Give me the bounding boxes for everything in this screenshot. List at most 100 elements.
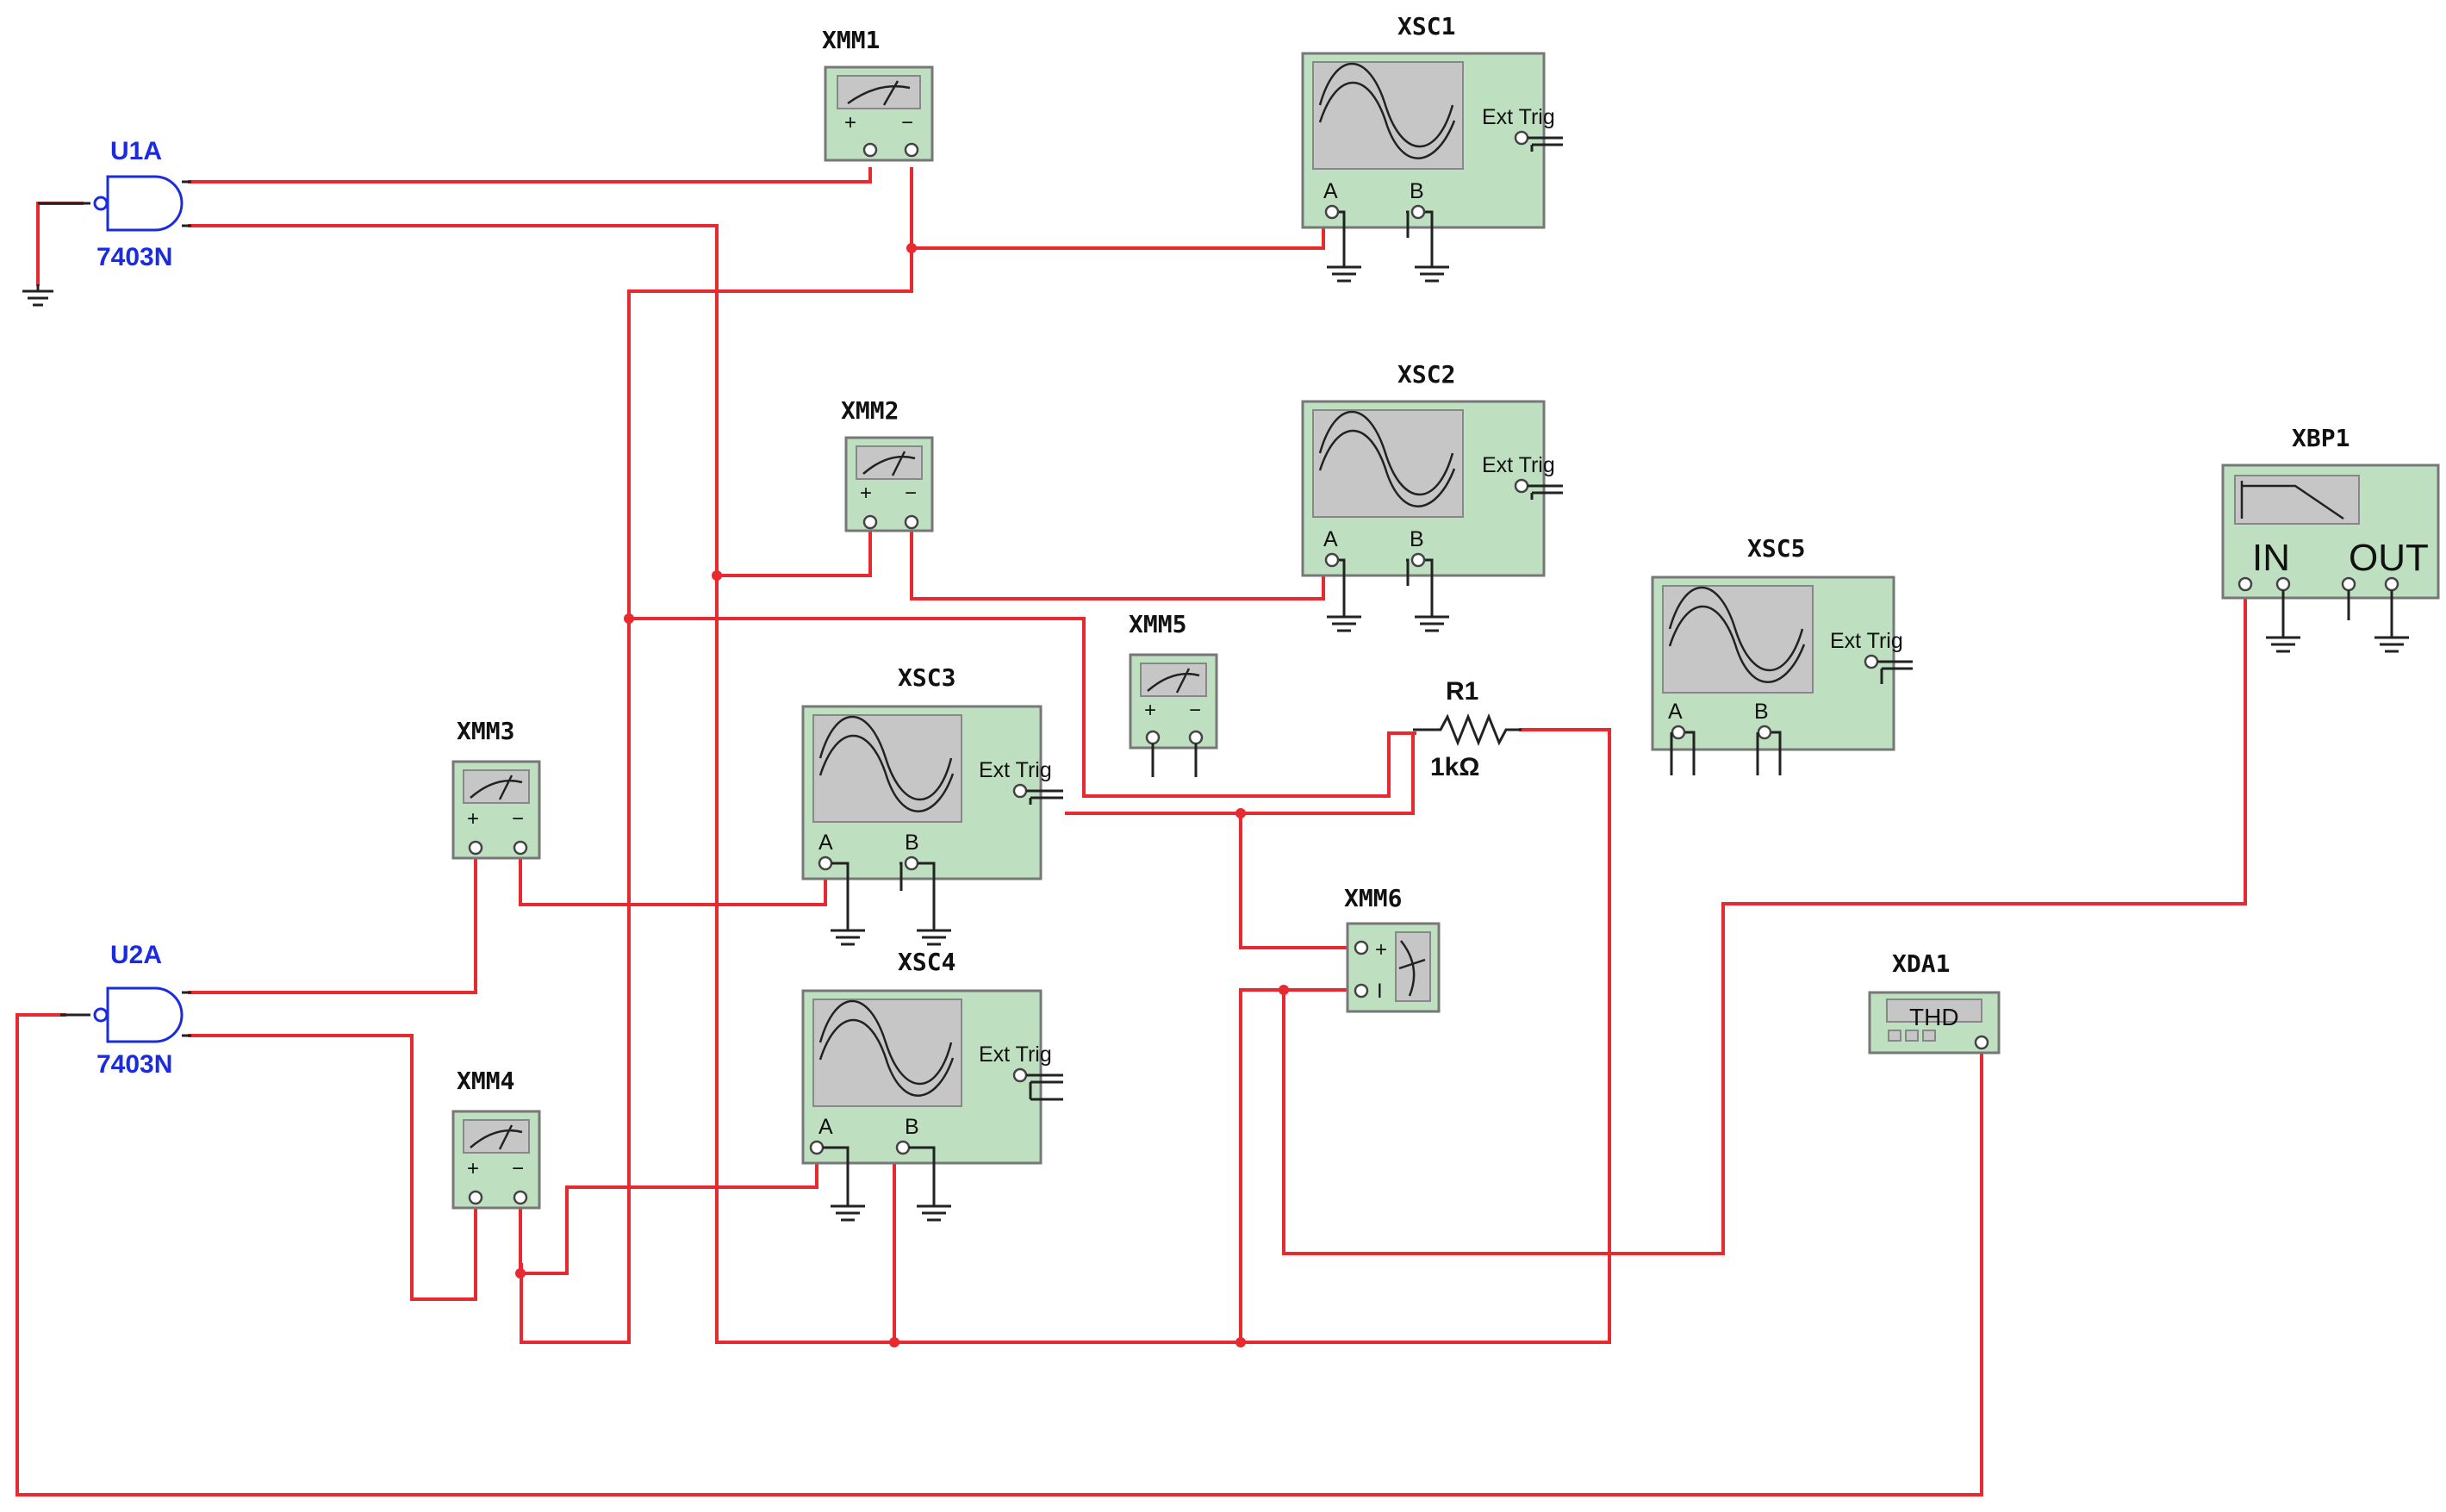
plus-terminal-label: + — [860, 482, 872, 505]
gate-ref-label: U2A — [110, 941, 162, 969]
terminal[interactable] — [468, 840, 483, 856]
terminal[interactable] — [1145, 730, 1161, 745]
probe-lead — [831, 862, 936, 930]
terminal[interactable] — [513, 840, 528, 856]
wire — [627, 617, 1416, 798]
ext-trig-terminal[interactable] — [1012, 1067, 1028, 1083]
channel-b-terminal[interactable] — [895, 1140, 911, 1155]
oscilloscope-xsc5[interactable]: XSC5 Ext Trig A B — [1651, 534, 1913, 775]
channel-a-terminal[interactable] — [1671, 725, 1686, 740]
terminal[interactable] — [904, 514, 919, 530]
multimeter-xmm5[interactable]: XMM5 + − — [1129, 610, 1218, 777]
oscilloscope-xsc4[interactable]: XSC4 Ext Trig A B — [801, 948, 1063, 1222]
channel-b-terminal[interactable] — [904, 856, 919, 871]
channel-a-terminal[interactable] — [818, 856, 833, 871]
multimeter-xmm6[interactable]: XMM6 + I — [1344, 884, 1441, 1013]
channel-a-terminal[interactable] — [1324, 552, 1340, 568]
resistor-ref-label: R1 — [1446, 677, 1478, 706]
instrument-ref-label: XMM6 — [1344, 884, 1402, 912]
multimeter-needle-icon — [847, 80, 911, 106]
bode-out-minus-terminal[interactable] — [2384, 576, 2399, 592]
channel-a-terminal[interactable] — [1324, 204, 1340, 220]
minus-terminal-label: − — [512, 807, 524, 831]
wire-junction — [889, 1337, 899, 1347]
resistor-icon — [1413, 712, 1522, 747]
wire-junction — [515, 1268, 526, 1279]
gate-u2a[interactable]: U2A 7403N — [60, 941, 191, 1079]
instrument-ref-label: XMM4 — [457, 1067, 514, 1095]
analyzer-input-terminal[interactable] — [1974, 1035, 1989, 1050]
sine-wave-icon — [818, 734, 955, 812]
bode-out-label: OUT — [2349, 537, 2429, 579]
multimeter-xmm4[interactable]: XMM4 + − — [451, 1067, 541, 1210]
wire — [520, 246, 913, 1344]
wire — [715, 728, 1611, 1344]
oscilloscope-xsc1[interactable]: XSC1 Ext Trig A B — [1301, 12, 1563, 283]
analyzer-button[interactable] — [1888, 1030, 1901, 1042]
analyzer-button[interactable] — [1905, 1030, 1919, 1042]
multimeter-needle-icon — [1398, 940, 1426, 997]
ext-trig-terminal[interactable] — [1864, 654, 1879, 669]
gate-u1a[interactable]: U1A 7403N — [38, 137, 191, 271]
ground-symbol-icon — [1327, 265, 1449, 283]
ground-symbol-icon — [831, 1204, 951, 1222]
wire — [1282, 582, 2247, 1255]
probe-lead — [1528, 136, 1563, 152]
sine-wave-icon — [1318, 81, 1456, 159]
wire — [1239, 988, 1356, 1344]
terminal[interactable] — [862, 142, 878, 158]
multimeter-xmm2[interactable]: XMM2 + − — [841, 396, 934, 532]
ext-trig-terminal[interactable] — [1514, 478, 1529, 494]
bode-out-plus-terminal[interactable] — [2341, 576, 2356, 592]
channel-b-terminal[interactable] — [1410, 204, 1426, 220]
gate-part-label: 7403N — [96, 243, 172, 271]
analyzer-button[interactable] — [1922, 1030, 1936, 1042]
terminal[interactable] — [1188, 730, 1204, 745]
channel-a-label: A — [1668, 700, 1683, 724]
resistor-r1[interactable]: R1 1kΩ — [1413, 677, 1522, 781]
oscilloscope-xsc2[interactable]: XSC2 Ext Trig A B — [1301, 360, 1563, 632]
terminal[interactable] — [1354, 983, 1369, 999]
instrument-ref-label: XSC5 — [1747, 534, 1805, 563]
bode-in-label: IN — [2252, 537, 2290, 579]
probe-lead — [1026, 1073, 1063, 1101]
channel-b-terminal[interactable] — [1757, 725, 1772, 740]
ext-trig-terminal[interactable] — [1514, 130, 1529, 146]
wire — [36, 202, 84, 286]
ext-trig-label: Ext Trig — [1482, 105, 1555, 129]
multimeter-needle-icon — [862, 451, 916, 476]
channel-b-terminal[interactable] — [1410, 552, 1426, 568]
instrument-ref-label: XSC3 — [898, 663, 955, 692]
distortion-analyzer-xda1[interactable]: XDA1 THD — [1868, 949, 2001, 1055]
multimeter-xmm1[interactable]: XMM1 + − — [822, 26, 934, 162]
minus-terminal-label: I — [1377, 980, 1383, 1003]
instrument-ref-label: XBP1 — [2292, 424, 2350, 452]
terminal[interactable] — [904, 142, 919, 158]
inverter-bubble-icon — [93, 196, 109, 211]
bode-in-plus-terminal[interactable] — [2237, 576, 2253, 592]
instrument-ref-label: XSC2 — [1397, 360, 1455, 389]
multimeter-xmm3[interactable]: XMM3 + − — [451, 717, 541, 860]
terminal[interactable] — [513, 1190, 528, 1205]
wire-junction — [1279, 985, 1289, 995]
bode-plotter-xbp1[interactable]: XBP1 IN OUT — [2221, 424, 2440, 653]
multimeter-needle-icon — [470, 775, 523, 800]
plus-terminal-label: + — [1375, 938, 1387, 961]
bode-in-minus-terminal[interactable] — [2275, 576, 2291, 592]
inverter-bubble-icon — [93, 1007, 109, 1023]
terminal[interactable] — [1354, 940, 1369, 955]
oscilloscope-xsc3[interactable]: XSC3 Ext Trig A B — [801, 663, 1063, 946]
plus-terminal-label: + — [844, 111, 856, 134]
lowpass-response-icon — [2240, 481, 2344, 520]
channel-b-label: B — [1754, 700, 1769, 724]
minus-terminal-label: − — [905, 482, 917, 505]
channel-a-terminal[interactable] — [809, 1140, 825, 1155]
wire — [16, 1013, 1983, 1496]
channel-b-label: B — [1410, 179, 1424, 203]
terminal[interactable] — [468, 1190, 483, 1205]
ext-trig-label: Ext Trig — [1482, 453, 1555, 477]
ext-trig-terminal[interactable] — [1012, 783, 1028, 799]
terminal[interactable] — [862, 514, 878, 530]
multimeter-needle-icon — [1147, 668, 1200, 694]
